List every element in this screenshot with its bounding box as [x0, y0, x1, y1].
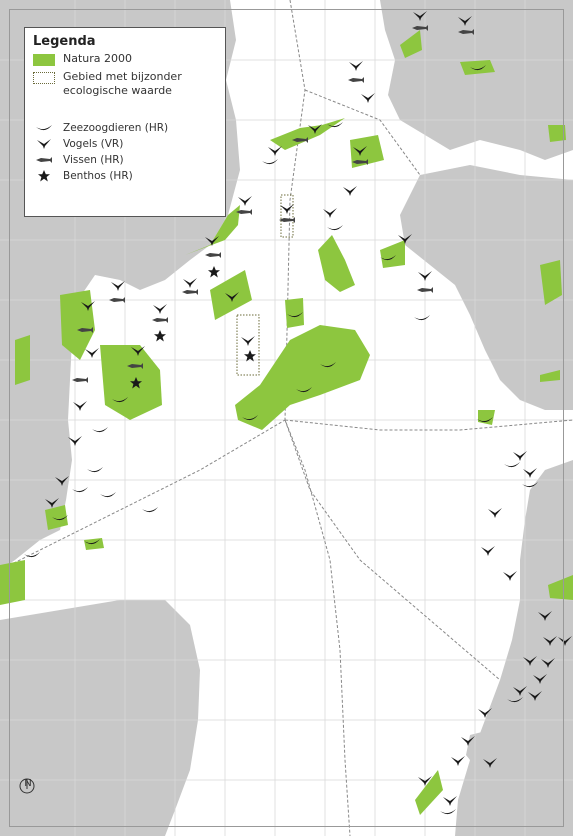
- legend-item-mammals: Zeezoogdieren (HR): [33, 120, 217, 136]
- legend-label: Zeezoogdieren (HR): [63, 122, 169, 134]
- legend-item-ecological: Gebied met bijzonder ecologische waarde: [33, 70, 217, 104]
- map-legend: Legenda Natura 2000 Gebied met bijzonder…: [24, 27, 226, 217]
- legend-item-fish: Vissen (HR): [33, 152, 217, 168]
- legend-label: Natura 2000: [63, 52, 133, 65]
- legend-label: Gebied met bijzonder ecologische waarde: [63, 70, 182, 97]
- ecological-areas: [236, 194, 294, 376]
- legend-item-benthos: Benthos (HR): [33, 168, 217, 184]
- legend-label: Benthos (HR): [63, 170, 133, 182]
- ecological-swatch: [33, 72, 55, 84]
- north-arrow-icon: [19, 778, 35, 794]
- legend-label: Vissen (HR): [63, 154, 124, 166]
- natura-2000-areas: [0, 30, 573, 815]
- legend-title: Legenda: [33, 34, 96, 49]
- legend-item-natura: Natura 2000: [33, 52, 217, 70]
- bird-icon: [33, 138, 55, 150]
- benthos-star-icon: [33, 169, 55, 183]
- legend-label: Vogels (VR): [63, 138, 124, 150]
- north-label: N: [24, 778, 32, 789]
- natura-swatch: [33, 54, 55, 66]
- map-frame: [9, 9, 564, 827]
- legend-item-birds: Vogels (VR): [33, 136, 217, 152]
- marine-mammal-icon: [33, 123, 55, 133]
- fish-icon: [33, 155, 55, 165]
